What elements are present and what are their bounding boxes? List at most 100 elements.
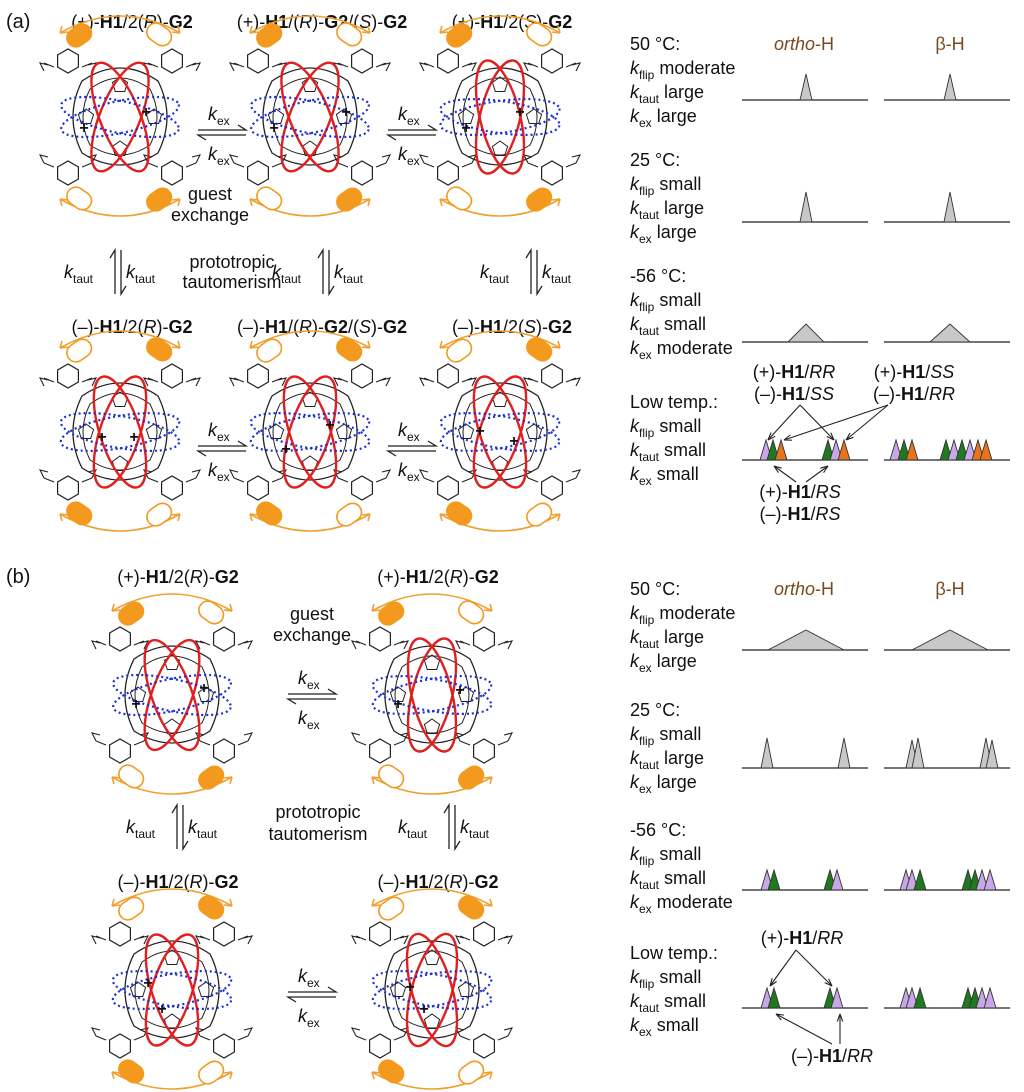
nmr-peak xyxy=(830,986,844,1009)
rate-condition: ktaut large xyxy=(630,198,704,222)
phenol-group xyxy=(526,337,553,362)
nmr-peak xyxy=(905,986,919,1009)
nmr-peak xyxy=(799,73,813,101)
pyrrole-ring xyxy=(163,1013,181,1029)
macrocycle-inner xyxy=(272,392,348,471)
pyrrole-ring xyxy=(267,423,285,439)
rate-condition: ktaut small xyxy=(630,868,706,892)
tautomerism-text: prototropic xyxy=(189,252,274,272)
red-loop xyxy=(405,932,459,1048)
pyrrole-ring xyxy=(457,686,475,702)
flip-arrow-top xyxy=(59,330,181,349)
phenol-group xyxy=(198,895,225,920)
annotation-arrow xyxy=(795,949,833,987)
nmr-peak xyxy=(767,986,781,1009)
aryl-ring xyxy=(161,475,183,501)
pyrrole-ring xyxy=(111,140,129,156)
rate-condition: ktaut small xyxy=(630,314,706,338)
nmr-peak xyxy=(799,191,813,223)
macrocycle-inner xyxy=(462,77,538,156)
nmr-peak xyxy=(939,438,953,461)
macrocycle xyxy=(72,67,168,166)
pyrrole-ring xyxy=(163,718,181,734)
aryl-ring xyxy=(540,160,564,186)
k-ex-label: kex xyxy=(298,668,320,692)
phenol-group xyxy=(256,23,283,48)
rate-condition: ktaut large xyxy=(630,627,704,651)
tautomerism-text: tautomerism xyxy=(268,824,367,844)
plus-charge: + xyxy=(341,104,350,121)
beta-h-header: β-H xyxy=(935,579,964,599)
k-taut-label: ktaut xyxy=(272,262,302,286)
nmr-peak xyxy=(971,438,985,461)
flip-arrow-top xyxy=(59,15,181,34)
temperature-label: 25 °C: xyxy=(630,700,680,720)
aryl-ring xyxy=(351,475,373,501)
k-ex-label: kex xyxy=(208,460,230,484)
nmr-peak xyxy=(983,868,997,891)
tautomerism-text: tautomerism xyxy=(182,272,281,292)
phenol-group xyxy=(526,187,553,212)
pyrrole-ring xyxy=(423,654,441,670)
red-loop xyxy=(405,932,459,1048)
aryl-ring xyxy=(473,921,495,947)
annotation-label: (–)-H1/RR xyxy=(791,1046,873,1066)
annotation-label: (+)-H1/SS xyxy=(874,362,955,382)
forward-arrow xyxy=(198,440,249,447)
phenol-group xyxy=(66,501,93,526)
nmr-peak xyxy=(911,737,925,769)
rate-condition: kex small xyxy=(630,464,699,488)
pyrrole-ring xyxy=(335,108,353,124)
phenol-group xyxy=(378,1059,405,1084)
aryl-ring xyxy=(369,626,391,652)
blue-dotted-loop xyxy=(112,673,232,717)
molecule-title: (–)-H1/(R)-G2/(S)-G2 xyxy=(237,317,407,337)
aryl-ring xyxy=(473,1033,495,1059)
nmr-peak xyxy=(943,73,957,101)
plus-charge: + xyxy=(509,433,518,450)
annotation-label: (–)-H1/RR xyxy=(873,384,955,404)
plus-charge: + xyxy=(281,441,290,458)
red-loop xyxy=(282,375,338,489)
phenol-group xyxy=(146,337,173,362)
red-loop xyxy=(406,637,458,753)
pyrrole-ring xyxy=(77,423,95,439)
blue-dotted-loop xyxy=(249,412,371,452)
temperature-label: 50 °C: xyxy=(630,579,680,599)
flip-arrow-top xyxy=(439,330,561,349)
molecule-title: (–)-H1/2(R)-G2 xyxy=(377,872,498,892)
nmr-peak xyxy=(786,323,826,343)
nmr-peak xyxy=(760,737,774,769)
aryl-ring xyxy=(473,626,495,652)
rate-condition: ktaut large xyxy=(630,748,704,772)
macrocycle-inner xyxy=(272,77,348,156)
plus-charge: + xyxy=(419,1001,428,1018)
annotation-label: (+)-H1/RR xyxy=(753,362,836,382)
plus-charge: + xyxy=(141,104,150,121)
nmr-peak xyxy=(829,438,843,461)
red-loop xyxy=(143,638,201,752)
annotation-arrow xyxy=(767,404,801,441)
aryl-ring xyxy=(437,48,459,74)
down-arrow xyxy=(536,250,543,297)
aryl-ring xyxy=(369,921,391,947)
nmr-peak xyxy=(837,737,851,769)
k-ex-label: kex xyxy=(398,420,420,444)
aryl-ring xyxy=(108,921,131,947)
annotation-arrow xyxy=(836,1013,844,1044)
porphyrin-complex: ++ xyxy=(228,15,392,217)
pyrrole-ring xyxy=(423,1013,441,1029)
nmr-peak xyxy=(767,629,845,651)
plus-charge: + xyxy=(405,979,414,996)
guest-exchange-text: guest xyxy=(188,184,232,204)
pyrrole-ring xyxy=(301,140,319,156)
nmr-peak xyxy=(928,323,972,343)
nmr-peak xyxy=(897,438,911,461)
pyrrole-ring xyxy=(491,76,509,92)
aryl-ring xyxy=(108,626,131,652)
red-loop xyxy=(472,375,528,489)
